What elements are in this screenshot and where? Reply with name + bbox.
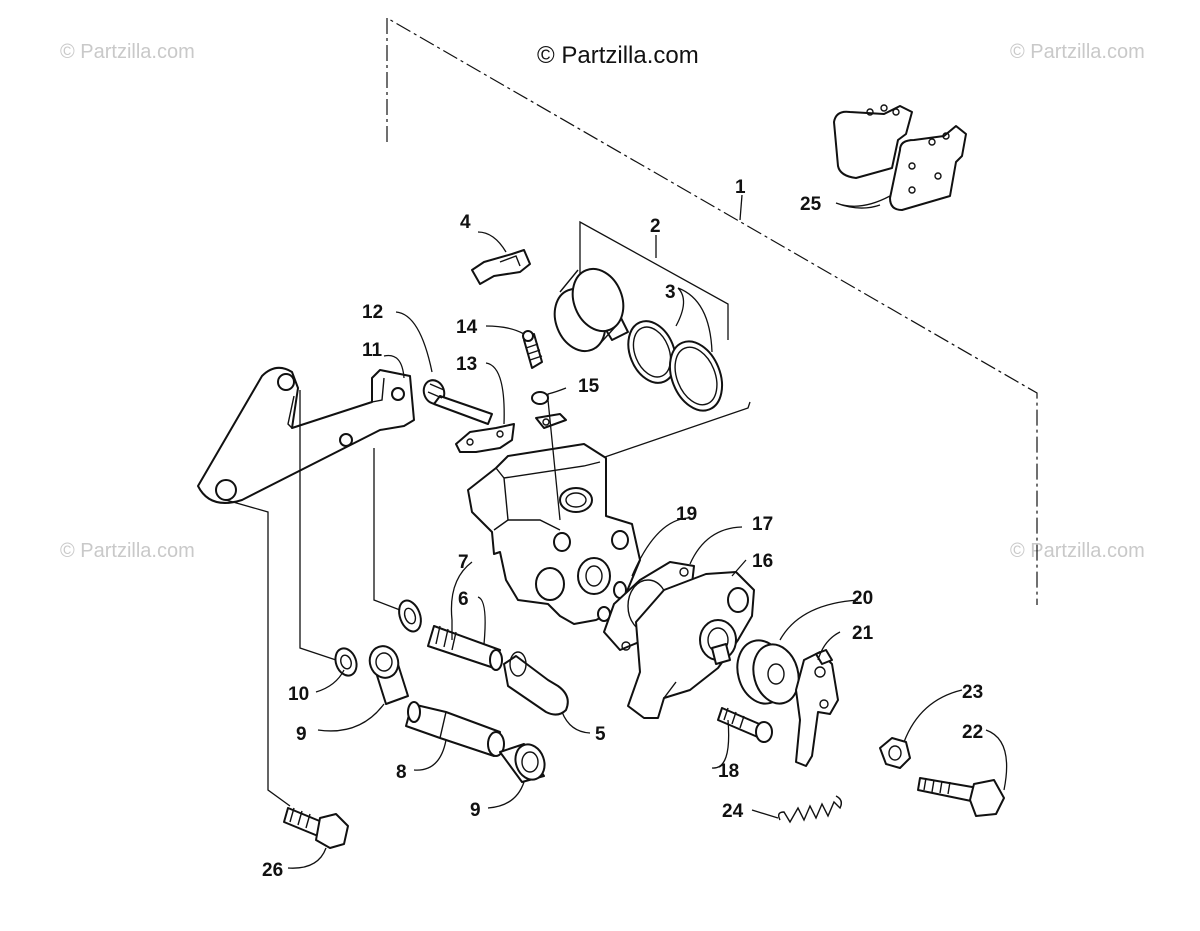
mounting-bolt (283, 807, 349, 849)
callout-21: 21 (852, 623, 874, 644)
pin-boot (503, 651, 569, 716)
callout-19: 19 (676, 504, 697, 525)
watermark-mid-left: © Partzilla.com (60, 540, 195, 562)
callout-26: 26 (262, 860, 283, 881)
washer (398, 599, 422, 633)
callout-labels: 1 2 3 4 5 6 7 8 9 9 10 11 12 13 14 15 16… (262, 177, 983, 881)
callout-16: 16 (752, 551, 773, 572)
callout-18: 18 (718, 761, 739, 782)
actuating-lever (795, 649, 839, 767)
callout-9-upper: 9 (296, 724, 307, 745)
callout-5: 5 (595, 724, 606, 745)
piston-seal-large (668, 340, 724, 412)
callout-23: 23 (962, 682, 983, 703)
watermark-top-left: © Partzilla.com (60, 41, 195, 63)
callout-20: 20 (852, 588, 873, 609)
pin-retainer-plate (455, 423, 515, 453)
callout-13: 13 (456, 354, 477, 375)
bleeder-cap (531, 391, 567, 429)
cover-bolt (717, 707, 773, 743)
caliper-pin (422, 379, 493, 425)
leader-lines (225, 194, 1008, 869)
watermark-main: © Partzilla.com (537, 42, 699, 69)
thrust-washer (334, 647, 358, 677)
callout-10: 10 (288, 684, 309, 705)
slide-pin (427, 625, 503, 671)
piston-seal-small (627, 320, 677, 384)
bushing-upper (368, 645, 409, 705)
callout-2: 2 (650, 216, 661, 237)
callout-24: 24 (722, 801, 744, 822)
bleeder-valve (522, 330, 543, 369)
pivot-bolt (917, 777, 1005, 817)
callout-9-lower: 9 (470, 800, 481, 821)
callout-15: 15 (578, 376, 600, 397)
watermark-top-right: © Partzilla.com (1010, 41, 1145, 63)
callout-4: 4 (460, 212, 471, 233)
callout-7: 7 (458, 552, 469, 573)
callout-22: 22 (962, 722, 983, 743)
callout-12: 12 (362, 302, 383, 323)
sleeve-pin (405, 701, 505, 757)
callout-6: 6 (458, 589, 469, 610)
bushing-lower (499, 743, 546, 783)
caliper-group-bracket (601, 401, 751, 459)
return-spring (777, 795, 843, 824)
brake-pad-right (889, 125, 967, 211)
callout-11: 11 (362, 340, 383, 361)
mounting-bracket (197, 366, 415, 504)
caliper-body (467, 443, 641, 625)
assembly-bracket-outline (386, 16, 1038, 605)
callout-8: 8 (396, 762, 407, 783)
callout-14: 14 (456, 317, 478, 338)
caliper-cover (627, 571, 755, 719)
callout-3: 3 (665, 282, 676, 303)
pad-clip (471, 249, 531, 285)
lock-nut (879, 737, 911, 769)
piston-group-bracket (579, 220, 729, 340)
cam-roller (736, 639, 800, 705)
brake-pad-left (833, 104, 913, 179)
caliper-piston (553, 267, 629, 353)
callout-1: 1 (735, 177, 746, 198)
callout-25: 25 (800, 194, 822, 215)
watermark-mid-right: © Partzilla.com (1010, 540, 1145, 562)
callout-17: 17 (752, 514, 773, 535)
